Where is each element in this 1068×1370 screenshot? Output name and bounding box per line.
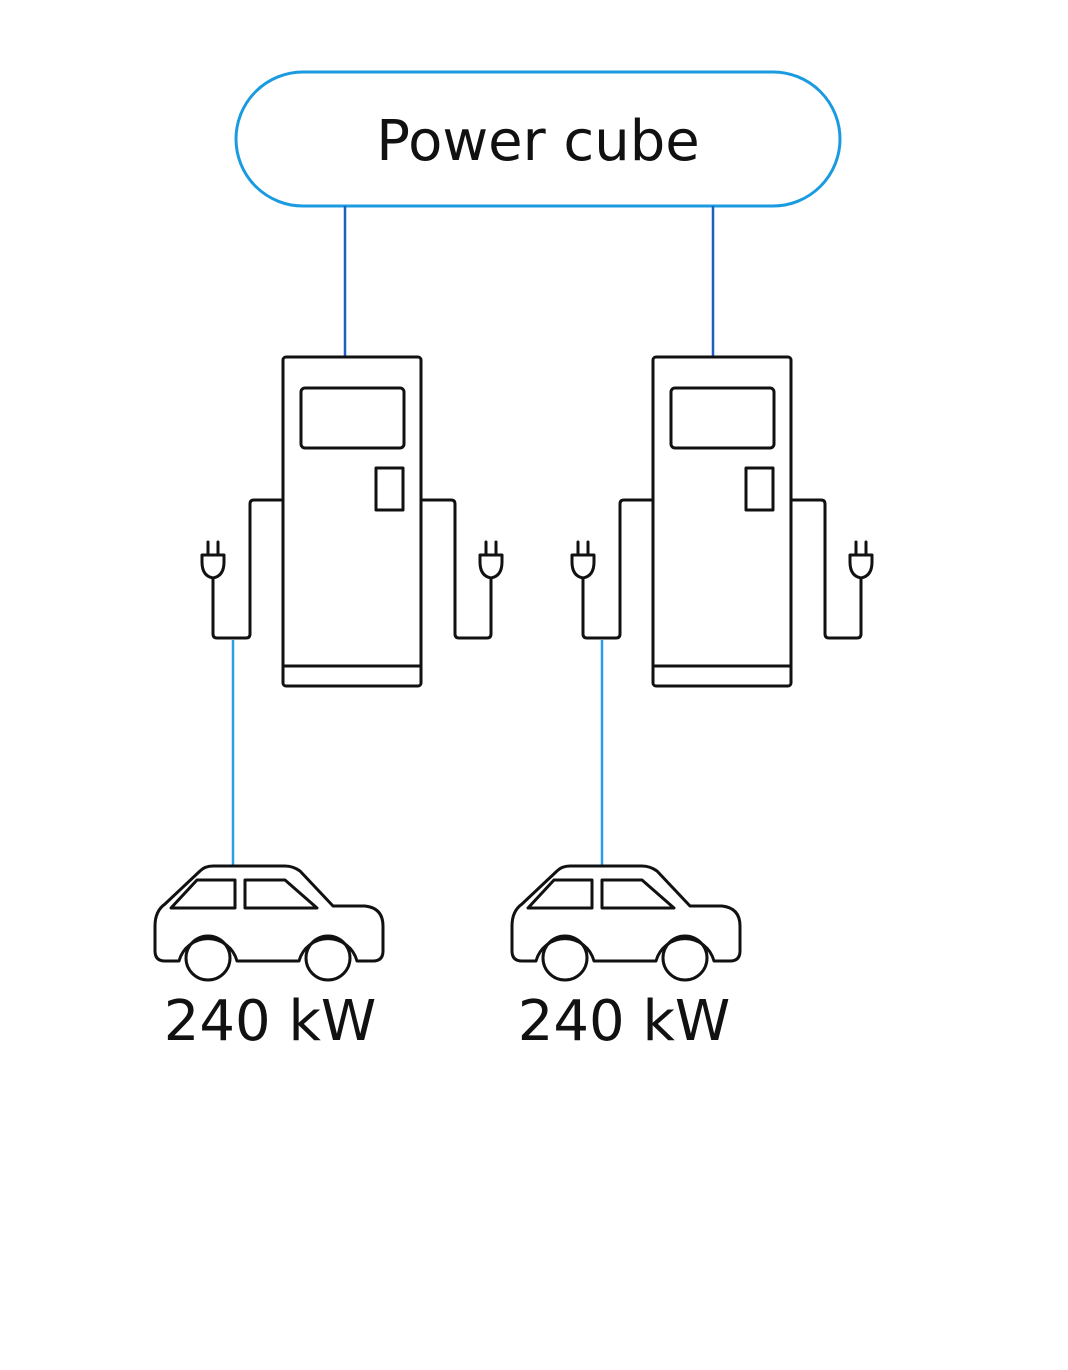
car-icon: [510, 864, 742, 982]
power-cube-node: Power cube: [234, 70, 842, 208]
charging-station-icon: [570, 355, 874, 688]
car-icon: [153, 864, 385, 982]
car-power-label: 240 kW: [164, 989, 377, 1054]
car-power-label: 240 kW: [518, 989, 731, 1054]
power-cube-pill: [234, 70, 842, 208]
power-cube-label: Power cube: [376, 109, 699, 174]
charging-station-icon: [200, 355, 504, 688]
